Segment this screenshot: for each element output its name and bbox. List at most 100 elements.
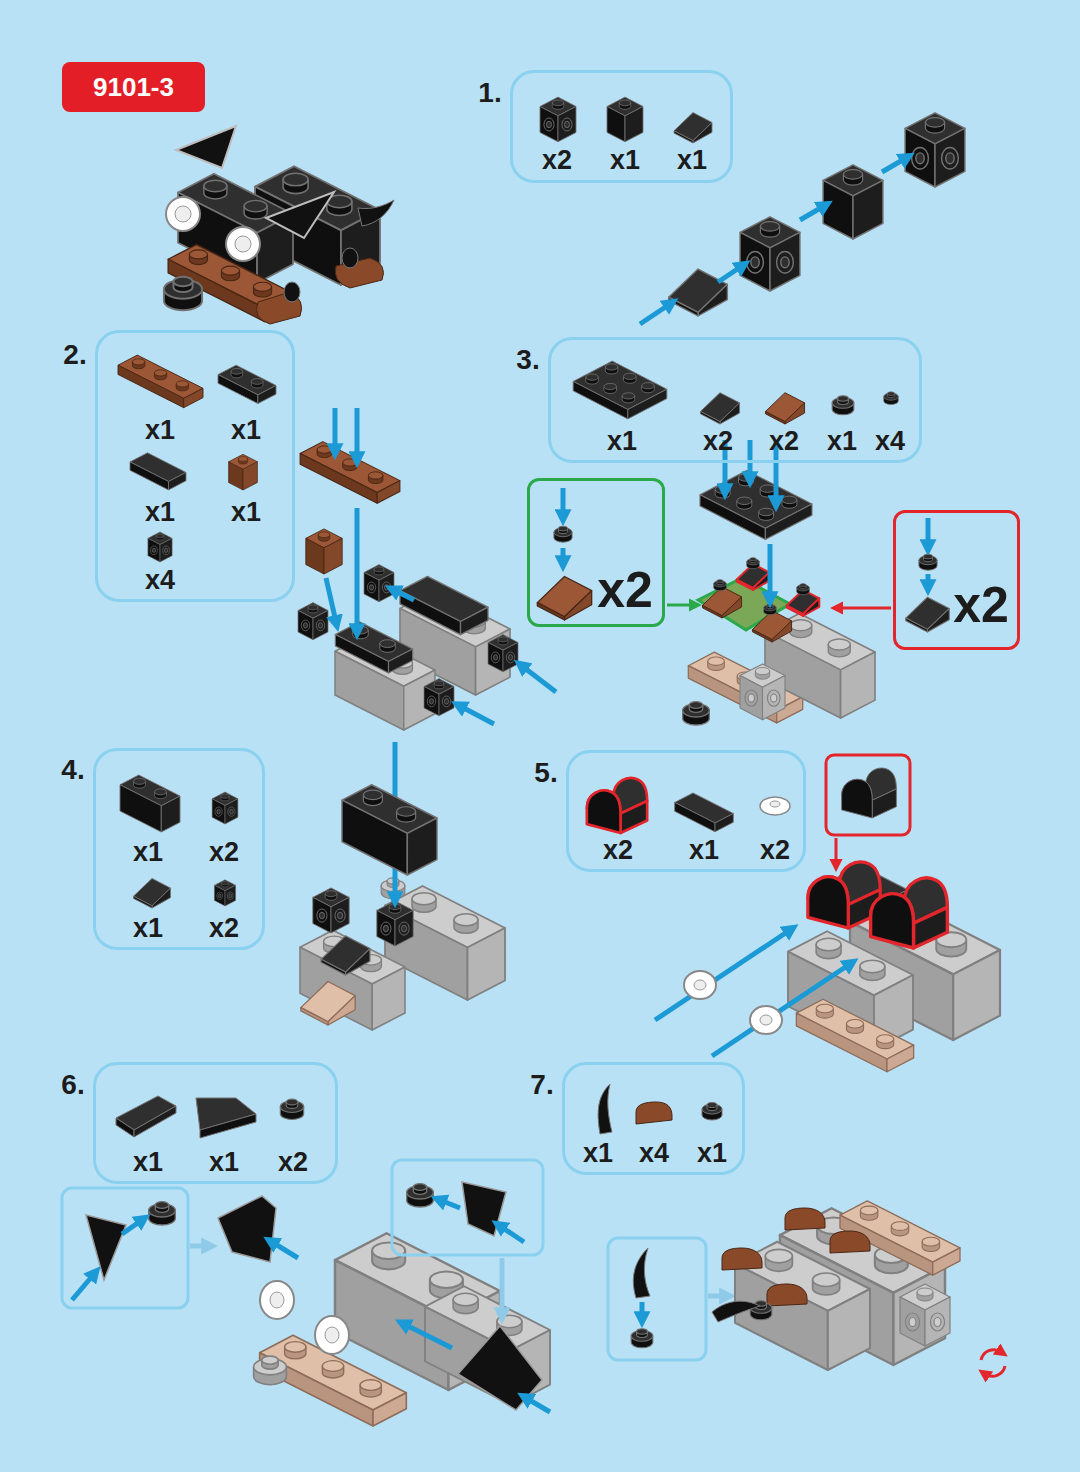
step-6-assembly [325, 1327, 339, 1343]
step-7-assembly [785, 1208, 825, 1230]
step-3-assembly [764, 604, 777, 615]
part-count: x1 [677, 147, 707, 174]
step-7-assembly [712, 1301, 760, 1322]
step-2-assembly [364, 565, 394, 602]
step-4-parts [120, 775, 180, 832]
step-6-assembly [218, 1196, 276, 1262]
step-3-parts [573, 361, 898, 424]
callout-box: x2 [527, 478, 665, 627]
step-1-assembly [640, 304, 670, 324]
part-count: x4 [145, 567, 175, 594]
step-2-assembly [298, 408, 556, 730]
finished-model [166, 197, 200, 231]
step-4-assembly [313, 888, 349, 933]
step-number: 5. [534, 759, 557, 787]
step-2-assembly [355, 408, 360, 458]
parts-box: 3.x1x2x2x1x4 [548, 337, 922, 463]
red-callout-art [906, 597, 949, 632]
finished-model [358, 200, 394, 226]
step-6-assembly [149, 1202, 176, 1225]
step-2-parts [118, 355, 203, 408]
part-count: x2 [209, 839, 239, 866]
part-count: x1 [209, 1149, 239, 1176]
step-number: 3. [516, 346, 539, 374]
step-1-parts [607, 97, 643, 142]
step-3-parts [765, 393, 804, 424]
step-4-assembly [342, 785, 437, 875]
step-3-assembly [667, 604, 694, 607]
step-number: 1. [478, 79, 501, 107]
step-6-assembly [404, 1324, 452, 1348]
step-6-assembly [62, 1160, 550, 1426]
finished-model [284, 282, 300, 302]
step-2-assembly [488, 635, 518, 672]
step-2-assembly [333, 408, 338, 450]
step-2-parts [118, 355, 276, 562]
part-count: x2 [760, 837, 790, 864]
step-2-assembly [326, 578, 336, 622]
step-5-assembly [796, 999, 913, 1072]
step-5-parts [675, 793, 734, 832]
step-1-assembly [718, 266, 742, 282]
step-5-assembly [712, 964, 850, 1056]
part-count: x1 [583, 1140, 613, 1167]
parts-box: 6.x1x1x2 [93, 1062, 338, 1184]
step-number: 6. [61, 1071, 84, 1099]
step-2-assembly [460, 706, 494, 724]
finished-model [164, 126, 394, 324]
step-6-assembly [392, 1160, 543, 1255]
step-4-assembly [321, 936, 370, 975]
step-6-parts [134, 1106, 176, 1137]
callout-count: x2 [597, 565, 653, 615]
step-6-assembly [254, 1356, 287, 1385]
red-callout-art [919, 554, 937, 570]
step-7-assembly [631, 1329, 653, 1348]
step-7-assembly [830, 1231, 870, 1253]
step-4-parts [212, 792, 238, 824]
step-3-assembly [740, 664, 785, 720]
step-number: 7. [530, 1071, 553, 1099]
step-4-assembly [301, 982, 355, 1025]
step-7-assembly [633, 1248, 650, 1298]
step-5-assembly [655, 755, 1000, 1072]
parts-box: 2.x1x1x1x1x4 [95, 330, 295, 602]
step-2-parts [229, 454, 258, 490]
step-2-assembly [400, 576, 488, 634]
parts-box: 1.x2x1x1 [510, 70, 733, 183]
step-2-assembly [306, 529, 342, 574]
part-count: x2 [278, 1149, 308, 1176]
finished-model [175, 206, 191, 222]
step-4-parts [214, 880, 235, 906]
step-7-assembly [708, 1294, 726, 1299]
step-2-assembly [522, 666, 556, 692]
step-2-parts [148, 532, 172, 562]
step-7-parts [702, 1103, 722, 1121]
step-2-assembly [298, 603, 328, 640]
part-count: x2 [769, 428, 799, 455]
step-1-assembly [669, 269, 728, 316]
step-1-parts [674, 113, 712, 143]
step-1-parts [540, 97, 712, 143]
step-5-parts [587, 778, 647, 833]
step-3-assembly [768, 544, 773, 598]
step-number: 4. [61, 756, 84, 784]
step-2-assembly [335, 622, 412, 673]
step-3-assembly [683, 702, 710, 725]
finished-model [226, 227, 260, 261]
step-7-assembly [900, 1284, 950, 1346]
step-7-assembly [722, 1248, 762, 1270]
step-3-parts [832, 396, 854, 415]
step-3-assembly [838, 607, 891, 610]
step-1-assembly [905, 113, 965, 187]
step-7-parts [598, 1084, 612, 1134]
rotate-symbol [985, 1366, 1005, 1376]
red-callout-art [906, 518, 949, 632]
rotate-symbol [981, 1350, 1005, 1376]
callout-count: x2 [953, 580, 1009, 630]
step-2-assembly [424, 679, 454, 716]
step-1-assembly [823, 165, 883, 239]
step-6-assembly [500, 1258, 505, 1314]
step-7-assembly [767, 1284, 807, 1306]
step-5-parts [587, 778, 790, 833]
